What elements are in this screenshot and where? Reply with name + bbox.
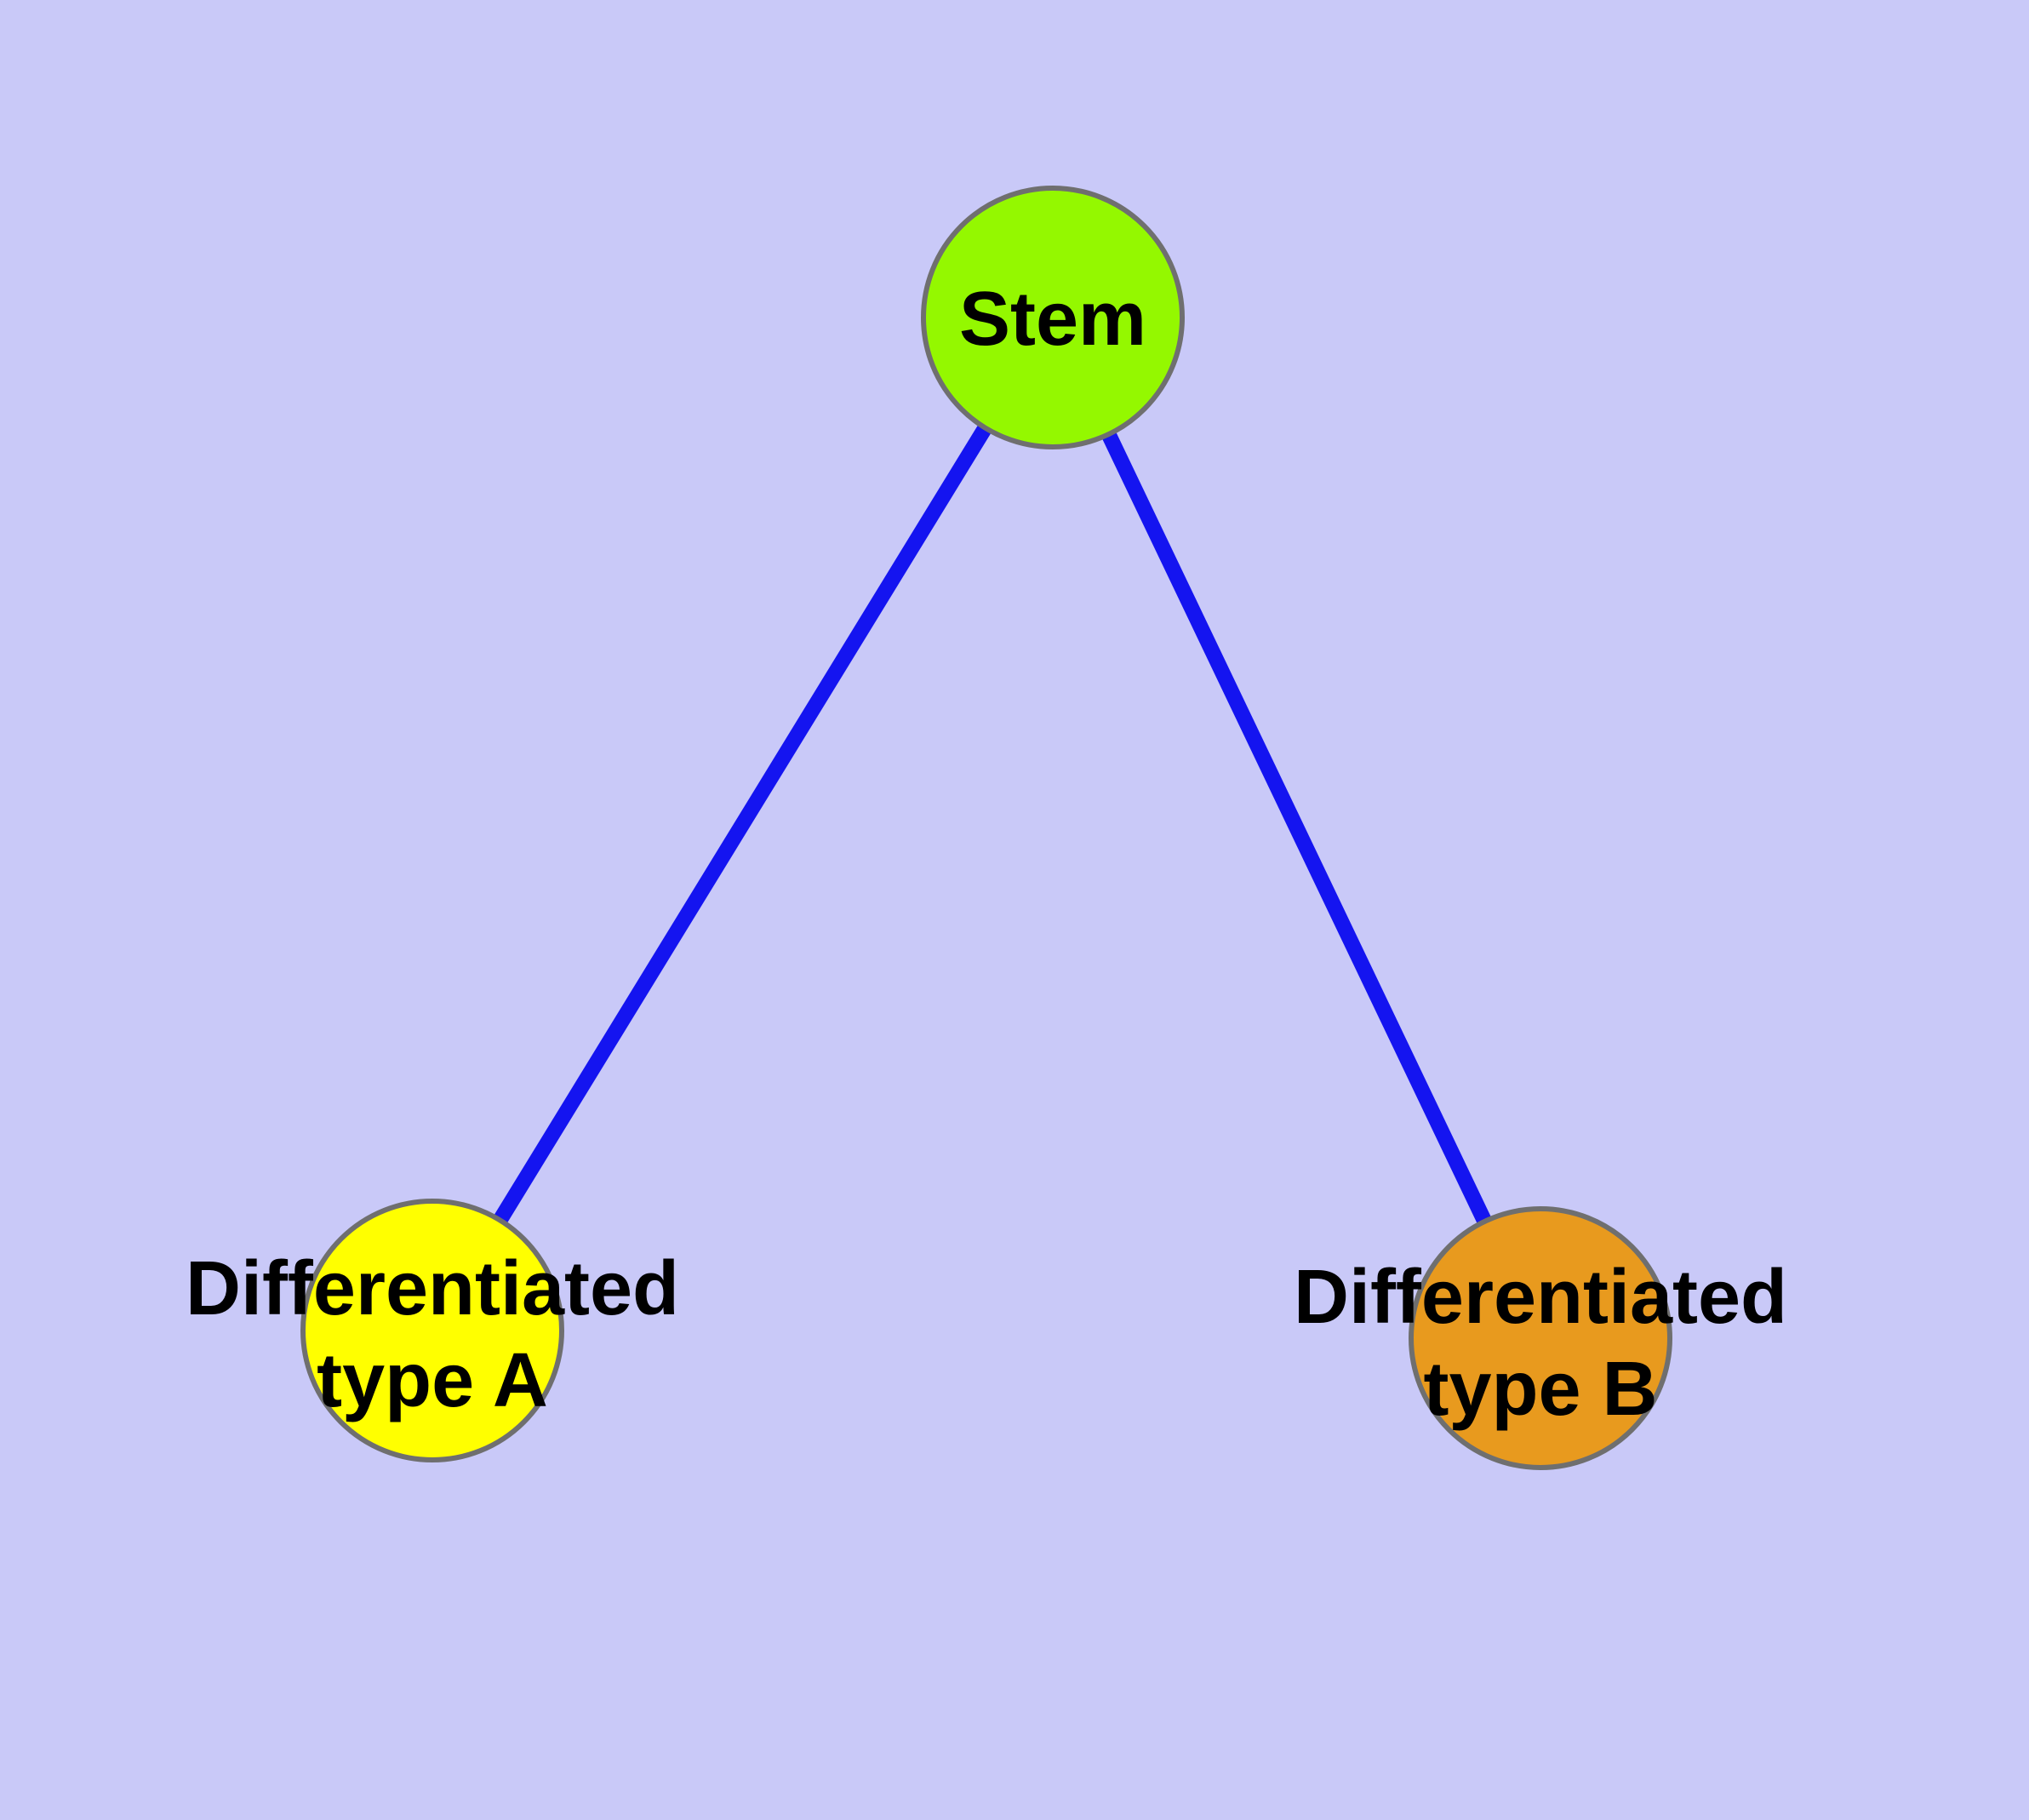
edge-stem-to-type-b	[1045, 314, 1548, 1342]
stem-node-circle	[921, 186, 1185, 449]
type-b-node-circle	[1409, 1206, 1672, 1470]
type-a-node-label-line1: Differentiated	[186, 1246, 679, 1331]
stem-node-label: Stem	[959, 277, 1146, 362]
type-b-node-label-line1: Differentiated	[1294, 1255, 1787, 1340]
type-a-node-label-line2: type A	[317, 1338, 548, 1423]
edge-stem-to-type-a	[426, 313, 1060, 1335]
type-a-node-circle	[300, 1199, 564, 1462]
type-b-node-label-line2: type B	[1423, 1347, 1657, 1432]
